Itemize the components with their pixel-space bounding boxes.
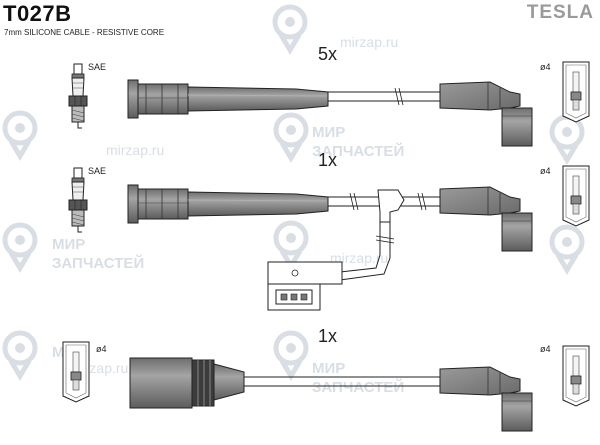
cable-set-1 bbox=[68, 61, 590, 147]
watermark-text: МИР bbox=[52, 236, 86, 253]
watermark-text: ЗАПЧАСТЕЙ bbox=[52, 255, 145, 272]
brand-logo-text: TESLA bbox=[526, 2, 594, 23]
set-3-left-terminal-label: ø4 bbox=[96, 344, 107, 354]
watermark-text: МИР bbox=[312, 360, 346, 377]
watermark-url: mirzap.ru bbox=[340, 34, 399, 50]
watermark-logo-icon bbox=[276, 333, 306, 376]
set-1-quantity: 5x bbox=[318, 44, 338, 64]
spark-plug-icon bbox=[68, 167, 88, 233]
watermark-url: mirzap.ru bbox=[330, 250, 389, 266]
branch-connector bbox=[267, 189, 405, 311]
terminal-detail-icon bbox=[562, 61, 590, 123]
set-3-quantity: 1x bbox=[318, 326, 338, 346]
watermark-logo-icon bbox=[275, 7, 305, 50]
coil-boot-angled bbox=[439, 81, 533, 147]
set-2-left-terminal-label: SAE bbox=[88, 166, 107, 176]
terminal-detail-icon bbox=[62, 341, 90, 403]
cable-wire bbox=[244, 376, 440, 387]
watermark-logo-icon bbox=[5, 333, 35, 376]
set-1-right-terminal-label: ø4 bbox=[540, 62, 551, 72]
set-2-quantity: 1x bbox=[318, 150, 338, 170]
terminal-detail-icon bbox=[562, 165, 590, 227]
coil-boot-angled bbox=[439, 186, 533, 252]
set-2-right-terminal-label: ø4 bbox=[540, 166, 551, 176]
watermark-logo-icon bbox=[276, 115, 306, 158]
terminal-detail-icon bbox=[562, 345, 590, 407]
set-3-right-terminal-label: ø4 bbox=[540, 344, 551, 354]
cable-wire bbox=[328, 87, 440, 106]
watermark-logo-icon bbox=[5, 225, 35, 268]
cable-description: 7mm SILICONE CABLE - RESISTIVE CORE bbox=[4, 28, 165, 37]
watermark-logo-icon bbox=[552, 117, 582, 160]
cable-set-3 bbox=[62, 341, 590, 432]
watermark-url: mirzap.ru bbox=[106, 142, 165, 158]
plug-boot-straight bbox=[127, 184, 329, 224]
watermark-text: МИР bbox=[312, 124, 346, 141]
spark-plug-icon bbox=[68, 63, 88, 129]
watermark-logo-icon bbox=[5, 113, 35, 156]
cable-set-2 bbox=[68, 165, 590, 311]
plug-boot-angled bbox=[439, 366, 533, 432]
watermark-text: ЗАПЧАСТЕЙ bbox=[312, 379, 405, 396]
set-1-left-terminal-label: SAE bbox=[88, 62, 107, 72]
part-number: T027B bbox=[3, 1, 72, 26]
coil-boot-straight bbox=[129, 357, 245, 409]
watermark-logo-icon bbox=[276, 223, 306, 266]
plug-boot-straight bbox=[127, 79, 329, 119]
watermark-logo-icon bbox=[552, 227, 582, 270]
watermark-text: ЗАПЧАСТЕЙ bbox=[312, 143, 405, 160]
